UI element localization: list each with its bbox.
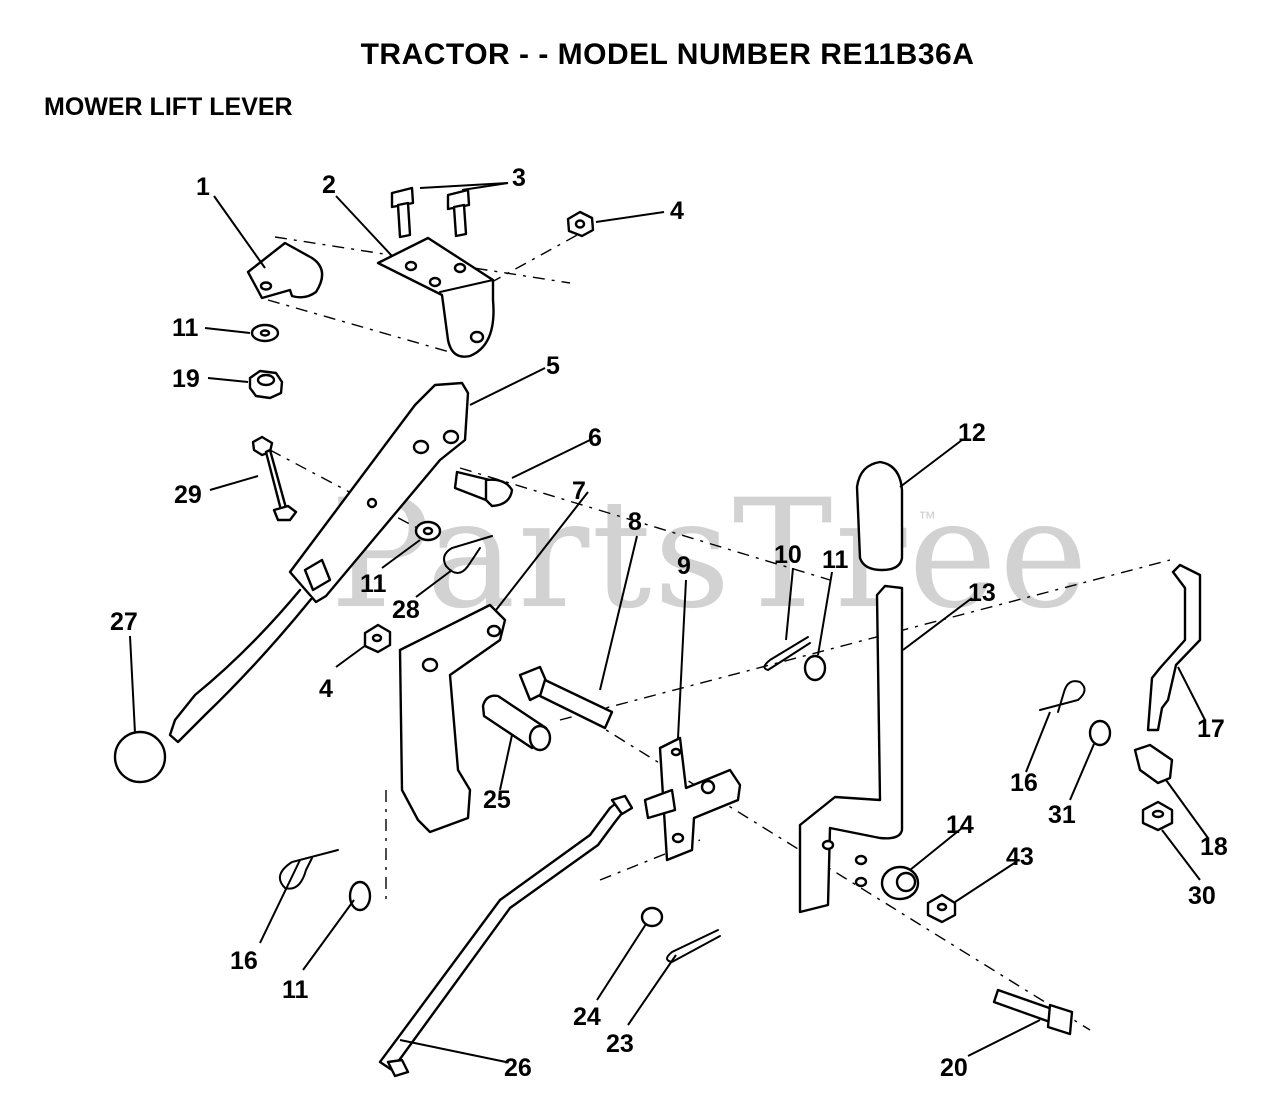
alignment-lines xyxy=(267,227,1171,1031)
callout-24: 24 xyxy=(573,1003,601,1031)
callout-23: 23 xyxy=(606,1030,634,1058)
callout-1: 1 xyxy=(196,173,210,201)
callout-14: 14 xyxy=(946,811,974,839)
callout-25: 25 xyxy=(483,786,511,814)
part-4-nut-b xyxy=(363,623,392,654)
callout-8: 8 xyxy=(628,508,642,536)
callout-18: 18 xyxy=(1200,833,1228,861)
part-27-knob xyxy=(113,730,167,784)
callout-19: 19 xyxy=(172,365,200,393)
callout-30: 30 xyxy=(1188,882,1216,910)
callout-2: 2 xyxy=(322,171,336,199)
callout-6: 6 xyxy=(588,424,602,452)
callout-7: 7 xyxy=(572,477,586,505)
part-6-bolt xyxy=(453,470,514,508)
callout-13: 13 xyxy=(968,579,996,607)
watermark: PartsTree xyxy=(330,468,1090,642)
part-11-washer-c xyxy=(803,654,827,682)
callout-17: 17 xyxy=(1197,715,1225,743)
section-title: MOWER LIFT LEVER xyxy=(44,93,293,121)
part-16-hairpin-a xyxy=(1039,680,1086,713)
part-19-nut xyxy=(248,369,284,400)
callout-31: 31 xyxy=(1048,801,1076,829)
callout-16-a: 16 xyxy=(1010,769,1038,797)
part-24-washer xyxy=(640,906,664,928)
part-18-ferrule xyxy=(1133,743,1174,785)
callout-4-top: 4 xyxy=(670,197,684,225)
callout-29: 29 xyxy=(174,481,202,509)
part-12-grip xyxy=(855,460,904,572)
part-25-spacer-tube xyxy=(481,694,552,752)
part-31-washer xyxy=(1088,719,1112,747)
part-2-bracket xyxy=(376,236,495,358)
callout-9: 9 xyxy=(677,552,691,580)
callout-11-b: 11 xyxy=(822,546,849,574)
part-26-lift-rod xyxy=(378,794,634,1078)
callout-26: 26 xyxy=(504,1054,532,1082)
callout-10: 10 xyxy=(774,541,802,569)
part-28-hairpin xyxy=(443,535,493,574)
callout-3: 3 xyxy=(512,164,526,192)
part-17-rod xyxy=(1146,563,1202,732)
part-30-nut xyxy=(1141,800,1174,832)
part-4-nut-top xyxy=(566,210,595,238)
part-8-bolt xyxy=(518,665,614,730)
callout-5: 5 xyxy=(546,352,560,380)
callout-28: 28 xyxy=(392,596,420,624)
part-5-lift-arm xyxy=(168,381,470,744)
page-title: TRACTOR - - MODEL NUMBER RE11B36A xyxy=(360,38,975,71)
part-11-washer-d xyxy=(348,880,372,912)
leader-lines xyxy=(129,182,1209,1063)
part-13-hand-lever xyxy=(798,584,904,914)
callout-16-b: 16 xyxy=(230,947,258,975)
part-43-nut xyxy=(926,893,957,924)
callout-4-b: 4 xyxy=(319,675,333,703)
callout-11-a: 11 xyxy=(172,314,199,342)
callout-11-c: 11 xyxy=(360,570,387,598)
callout-43: 43 xyxy=(1006,843,1034,871)
part-14-bushing xyxy=(880,865,920,901)
callout-12: 12 xyxy=(958,419,986,447)
callout-20: 20 xyxy=(940,1054,968,1082)
callout-labels: 1 2 3 4 11 19 5 6 29 12 7 8 9 10 11 11 2… xyxy=(110,164,1228,1082)
trademark-mark: ™ xyxy=(918,508,936,528)
part-7-bracket xyxy=(398,603,507,834)
callout-27: 27 xyxy=(110,608,138,636)
part-3-bolts xyxy=(390,186,471,239)
part-29-link-rod xyxy=(251,435,298,522)
callout-11-d: 11 xyxy=(282,976,309,1004)
part-16-hairpin-b xyxy=(278,849,339,890)
part-1-clip xyxy=(246,241,324,300)
part-9-plate xyxy=(643,736,742,862)
part-10-cotter-pin xyxy=(763,636,811,672)
part-20-bolt xyxy=(992,988,1074,1036)
